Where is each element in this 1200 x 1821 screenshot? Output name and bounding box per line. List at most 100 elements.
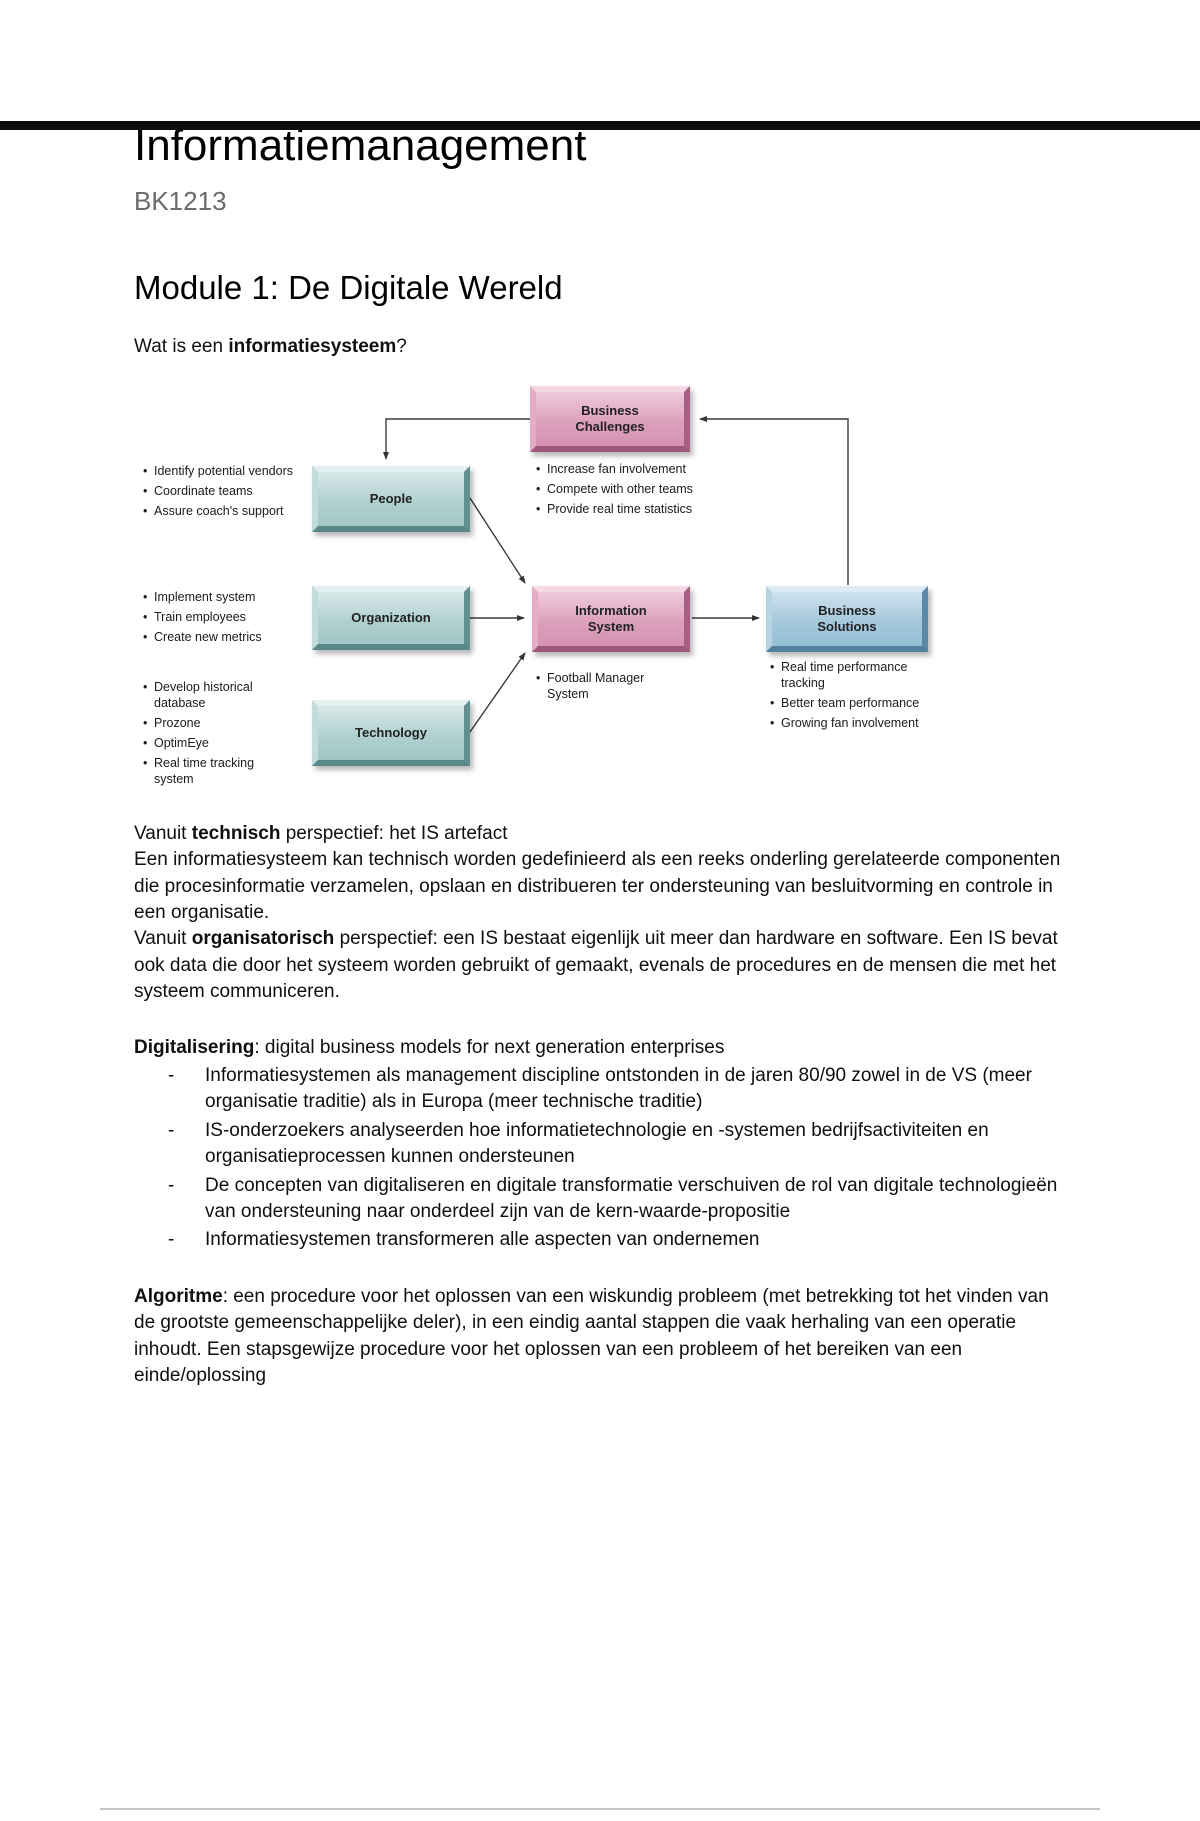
intro-question: Wat is een informatiesysteem? — [134, 334, 1065, 360]
list-item-text: Implement system — [154, 589, 256, 604]
list-item: -Informatiesystemen als management disci… — [134, 1063, 1065, 1116]
list-item-text: Growing fan involvement — [781, 715, 919, 730]
body-section: Vanuit technisch perspectief: het IS art… — [0, 821, 1200, 1390]
bullet-icon: • — [536, 481, 541, 496]
list-item-text: Compete with other teams — [547, 481, 693, 496]
bullet-icon: • — [770, 715, 775, 730]
list-item-text: Create new metrics — [154, 629, 262, 644]
bold-term-technisch: technisch — [191, 822, 281, 844]
intro-text-suffix: ? — [396, 335, 407, 357]
arrow-technology-to-is — [469, 651, 526, 733]
business-challenges-box: Business Challenges — [530, 385, 690, 452]
paragraph-text: : een procedure voor het oplossen van ee… — [134, 1285, 1049, 1387]
list-item-text: OptimEye — [154, 735, 209, 750]
list-item-text: Informatiesystemen als management discip… — [205, 1065, 1032, 1113]
document-page: Informatiemanagement BK1213 Module 1: De… — [0, 121, 1200, 1821]
list-item-text: Real time performance tracking — [781, 659, 908, 690]
information-system-list: •Football Manager System — [536, 670, 686, 706]
header-section: Informatiemanagement BK1213 Module 1: De… — [0, 121, 1200, 360]
bullet-icon: • — [536, 501, 541, 516]
bullet-icon: • — [143, 463, 148, 478]
list-item: • Provide real time statistics — [536, 501, 751, 517]
list-item-text: Coordinate teams — [154, 483, 253, 498]
list-item: • Develop historical database — [143, 679, 293, 711]
arrow-solutions-to-challenges — [699, 415, 849, 585]
list-item: • Create new metrics — [143, 629, 301, 645]
list-item-text: Better team performance — [781, 695, 920, 710]
bullet-icon: • — [143, 679, 148, 694]
list-item: •Football Manager System — [536, 670, 686, 702]
paragraph-text: perspectief: een IS bestaat eigenlijk ui… — [134, 928, 1058, 1003]
intro-bold-term: informatiesysteem — [228, 335, 397, 357]
module-heading: Module 1: De Digitale Wereld — [134, 268, 563, 306]
list-item-text: De concepten van digitaliseren en digita… — [205, 1174, 1058, 1223]
list-item-text: Identify potential vendors — [154, 463, 293, 478]
list-item-text: Real time tracking system — [154, 755, 255, 786]
list-item-text: IS-onderzoekers analyseerden hoe informa… — [205, 1119, 989, 1168]
organization-actions-list: • Implement system • Train employees • Crea… — [143, 589, 301, 649]
diagram-arrows — [383, 415, 849, 733]
bullet-icon: • — [770, 659, 775, 674]
bullet-icon: • — [770, 695, 775, 710]
list-item-text: Prozone — [154, 715, 201, 730]
bullet-icon: • — [536, 461, 541, 476]
perspective-paragraph: Vanuit technisch perspectief: het IS art… — [134, 821, 1065, 1006]
list-item-text: Increase fan involvement — [547, 461, 686, 476]
page-break-divider — [100, 1808, 1100, 1810]
digitalisering-list: - Informatiesystemen als management disci… — [134, 1063, 1065, 1254]
paragraph-text: Vanuit — [134, 822, 192, 844]
list-item: • Increase fan involvement — [536, 461, 751, 477]
list-item: • Implement system — [143, 589, 301, 605]
bullet-icon: • — [143, 609, 148, 624]
bullet-icon: • — [143, 589, 148, 604]
list-item: - Informatiesystemen transformeren alle a… — [134, 1227, 1065, 1253]
bold-term-organisatorisch: organisatorisch — [191, 928, 335, 950]
dash-icon: - — [168, 1229, 175, 1251]
digitalisering-heading: Digitalisering: digital business models … — [134, 1035, 1065, 1061]
list-item-text: Train employees — [154, 609, 246, 624]
arrow-challenges-to-people — [383, 418, 530, 460]
technology-box: Technology — [312, 699, 470, 766]
list-item: • Assure coach's support — [143, 503, 293, 519]
bullet-icon: • — [143, 629, 148, 644]
bullet-icon: • — [143, 735, 148, 750]
list-item-text: Develop historical database — [154, 679, 253, 710]
course-code: BK1213 — [134, 185, 227, 216]
list-item: • Better team performance — [770, 695, 950, 711]
people-actions-list: • Identify potential vendors • Coordinate … — [143, 463, 293, 523]
bullet-icon: • — [143, 503, 148, 518]
bullet-icon: • — [536, 670, 541, 685]
is-diagram: Business Challenges People Organization … — [0, 379, 1200, 799]
dash-icon: - — [168, 1174, 175, 1196]
list-item: • Growing fan involvement — [770, 715, 950, 731]
list-item: • Coordinate teams — [143, 483, 293, 499]
top-edge-bar — [0, 121, 1200, 130]
list-item-text: Provide real time statistics — [547, 501, 693, 516]
list-item-text: Informatiesystemen transformeren alle as… — [205, 1229, 760, 1251]
arrow-people-to-is — [469, 497, 526, 584]
dash-icon: - — [168, 1119, 175, 1141]
solutions-list: • Real time performance tracking • Better … — [770, 659, 950, 735]
list-item: •Real time tracking system — [143, 755, 293, 787]
information-system-box: Information System — [532, 585, 690, 652]
list-item: • OptimEye — [143, 735, 293, 751]
bullet-icon: • — [143, 715, 148, 730]
list-item: • Train employees — [143, 609, 301, 625]
algoritme-paragraph: Algoritme: een procedure voor het oploss… — [134, 1284, 1065, 1390]
technology-actions-list: • Develop historical database • Prozone • O… — [143, 679, 293, 791]
list-item-text: Assure coach's support — [154, 503, 284, 518]
bullet-icon: • — [143, 483, 148, 498]
challenges-list: • Increase fan involvement • Compete with … — [536, 461, 751, 521]
list-item: • Real time performance tracking — [770, 659, 950, 691]
bold-term-digitalisering: Digitalisering — [134, 1036, 255, 1058]
list-item: • Compete with other teams — [536, 481, 751, 497]
list-item: - De concepten van digitaliseren en digit… — [134, 1173, 1065, 1226]
organization-box: Organization — [312, 585, 470, 650]
bold-term-algoritme: Algoritme — [134, 1285, 223, 1307]
paragraph-text: perspectief: het IS artefact Een informa… — [134, 822, 1061, 950]
business-solutions-box: Business Solutions — [766, 585, 928, 652]
list-item: - IS-onderzoekers analyseerden hoe inform… — [134, 1118, 1065, 1171]
paragraph-text: : digital business models for next gener… — [254, 1036, 725, 1058]
people-box: People — [312, 465, 470, 532]
list-item: • Prozone — [143, 715, 293, 731]
